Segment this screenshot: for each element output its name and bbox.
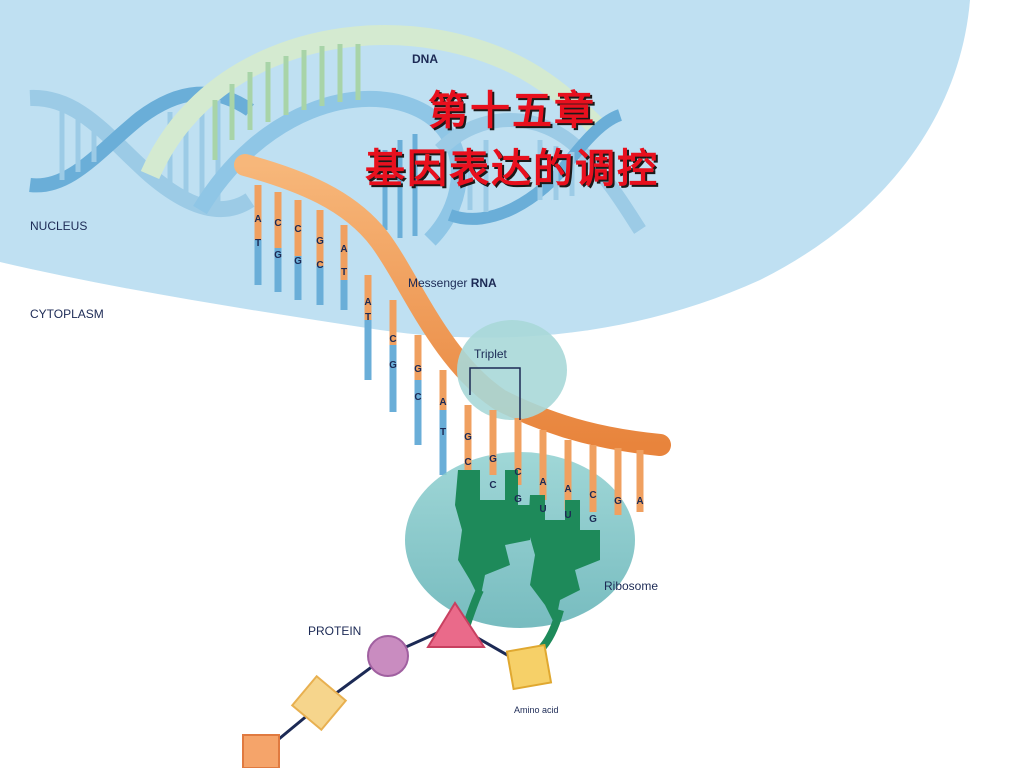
base-letter: G [589,514,597,525]
base-letter: G [274,250,282,261]
base-letter: T [341,267,347,278]
protein-label: PROTEIN [308,624,362,638]
base-letter: C [294,224,301,235]
base-letter: C [414,392,421,403]
chapter-subtitle: 基因表达的调控 [365,145,659,192]
base-letter: C [589,490,596,501]
dna-helix-arc [140,25,608,246]
messenger-rna-label: Messenger RNA [408,276,497,290]
base-letter: G [294,256,302,267]
triplet-bracket [469,367,521,420]
base-letter: G [389,360,397,371]
dna-template-ladder [254,185,348,310]
protein-chain [242,601,553,768]
base-letter: C [389,334,396,345]
base-letter: A [254,214,261,225]
messenger-rna-label-prefix: Messenger [408,276,471,290]
base-letter: C [489,480,496,491]
base-letter: C [316,260,323,271]
base-letter: A [636,496,643,507]
base-letter: A [539,477,546,488]
base-letter: T [365,312,371,323]
base-letter: T [440,427,446,438]
trna-molecules [455,470,600,653]
base-letter: G [464,432,472,443]
base-letter: A [564,484,571,495]
base-letter: A [364,297,371,308]
triplet-label: Triplet [474,347,507,361]
base-letter: U [539,504,546,515]
ribosome-label: Ribosome [604,579,659,593]
base-letter: U [564,510,571,521]
messenger-rna-strand [234,154,671,456]
nucleus-label: NUCLEUS [30,219,88,233]
dna-helix-right [435,109,646,234]
base-letter: A [439,397,446,408]
base-letter: A [340,244,347,255]
base-letter: G [514,494,522,505]
base-letter: G [414,364,422,375]
base-letter: G [489,454,497,465]
mrna-codon-teeth [464,405,644,515]
messenger-rna-label-suffix: RNA [470,276,497,290]
chapter-title: 第十五章 [428,87,596,134]
base-letter: C [274,218,281,229]
base-letter: G [614,496,622,507]
cytoplasm-label: CYTOPLASM [30,307,104,321]
base-letter: T [255,238,261,249]
rna-dna-hybrid-ladder [364,275,447,475]
dna-label: DNA [412,52,438,66]
base-letter: G [316,236,324,247]
base-letter: C [464,457,471,468]
amino-acid-label: Amino acid [514,705,559,715]
base-letter: C [514,467,521,478]
